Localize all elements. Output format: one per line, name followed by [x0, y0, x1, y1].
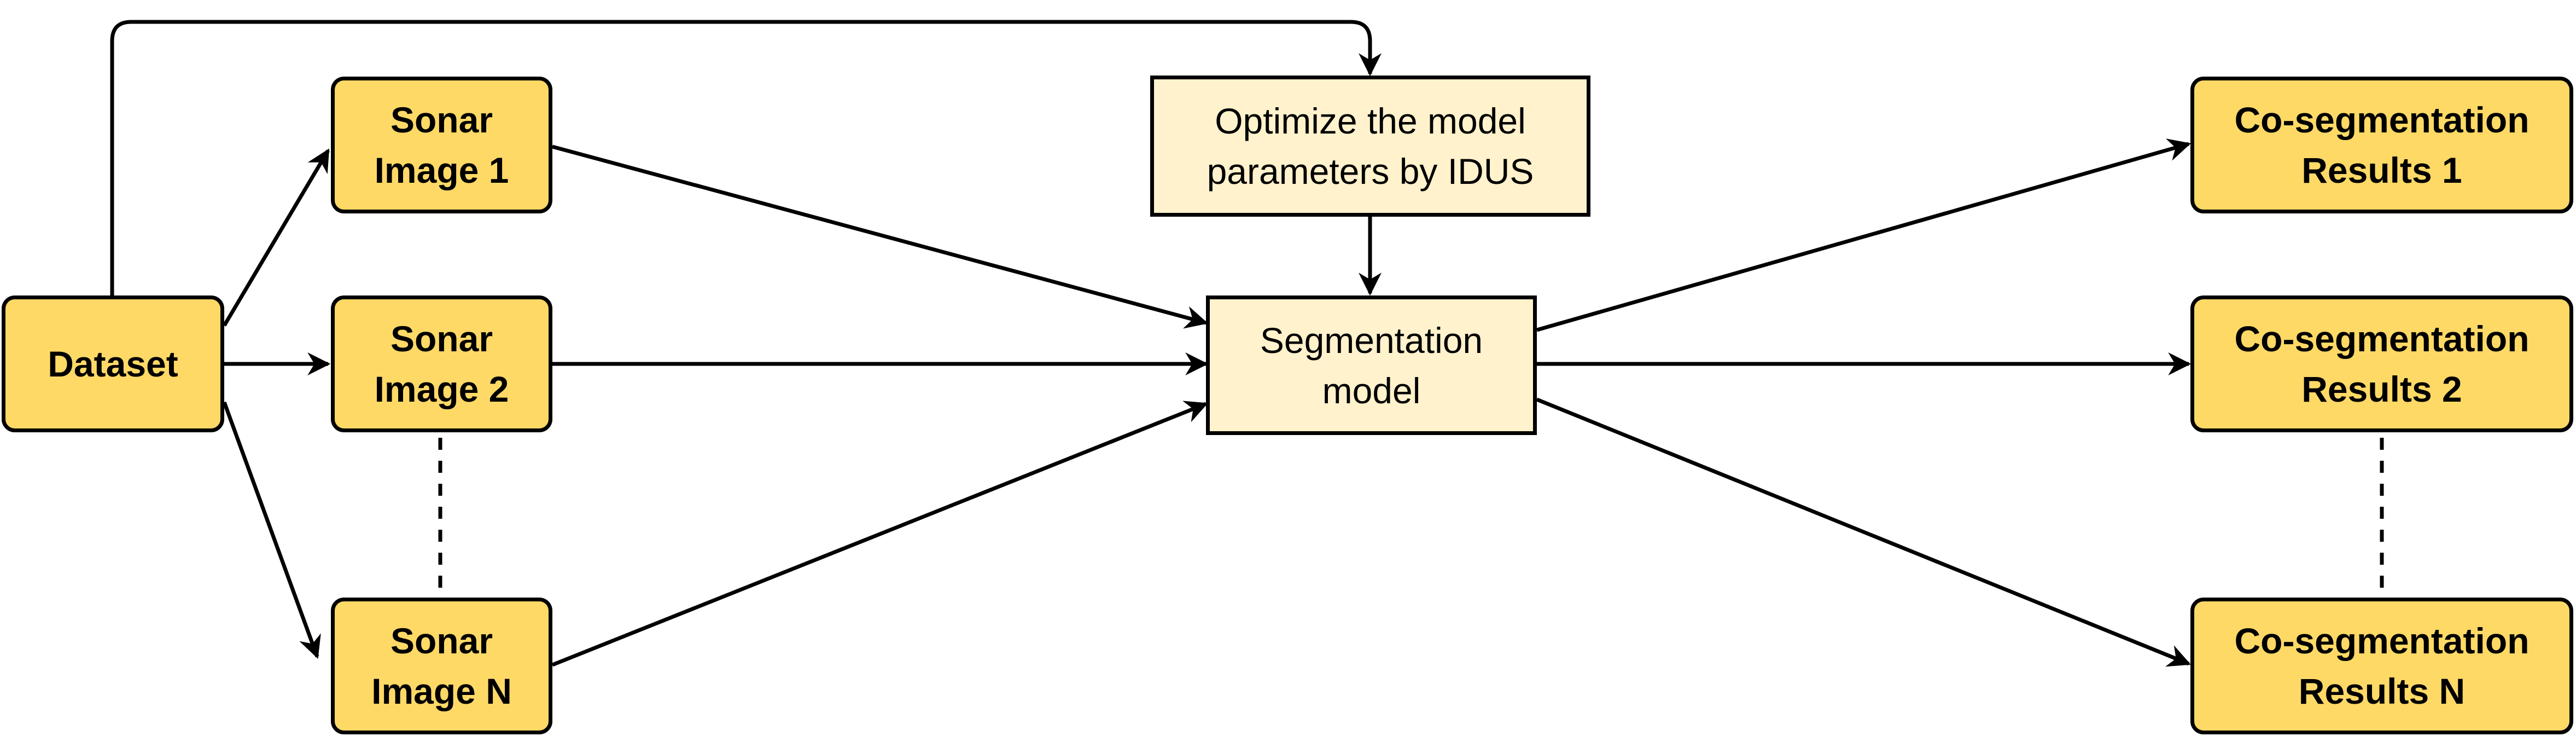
dataset-node: Dataset — [2, 295, 224, 432]
edge-model-to-result-1 — [1536, 138, 2192, 332]
sonar-image-n-node: Sonar Image N — [331, 598, 552, 734]
edge-dataset-to-sonar-n — [222, 401, 321, 659]
segmentation-model-node: Segmentation model — [1206, 295, 1537, 435]
dataset-label: Dataset — [48, 344, 178, 384]
optimize-label: Optimize the model parameters by IDUS — [1207, 101, 1534, 192]
result-n-node: Co-segmentation Results N — [2190, 598, 2573, 734]
result-n-label: Co-segmentation Results N — [2234, 621, 2530, 711]
edge-dataset-to-sonar-1 — [222, 148, 330, 327]
sonar-image-2-node: Sonar Image 2 — [331, 295, 552, 432]
edge-model-to-result-n — [1536, 397, 2191, 667]
optimize-node: Optimize the model parameters by IDUS — [1150, 76, 1590, 217]
sonar-image-n-label: Sonar Image N — [371, 621, 512, 711]
edge-sonar-n-to-model — [551, 401, 1208, 667]
edge-sonar-1-to-model — [552, 144, 1209, 329]
result-1-label: Co-segmentation Results 1 — [2234, 100, 2530, 190]
sonar-image-1-node: Sonar Image 1 — [331, 77, 552, 213]
sonar-image-2-label: Sonar Image 2 — [374, 318, 509, 409]
result-2-label: Co-segmentation Results 2 — [2234, 318, 2530, 409]
segmentation-model-label: Segmentation model — [1260, 320, 1483, 411]
edge-dataset-to-optimize — [110, 20, 1382, 297]
result-2-node: Co-segmentation Results 2 — [2190, 295, 2573, 432]
sonar-image-1-label: Sonar Image 1 — [374, 100, 509, 190]
result-1-node: Co-segmentation Results 1 — [2190, 77, 2573, 213]
